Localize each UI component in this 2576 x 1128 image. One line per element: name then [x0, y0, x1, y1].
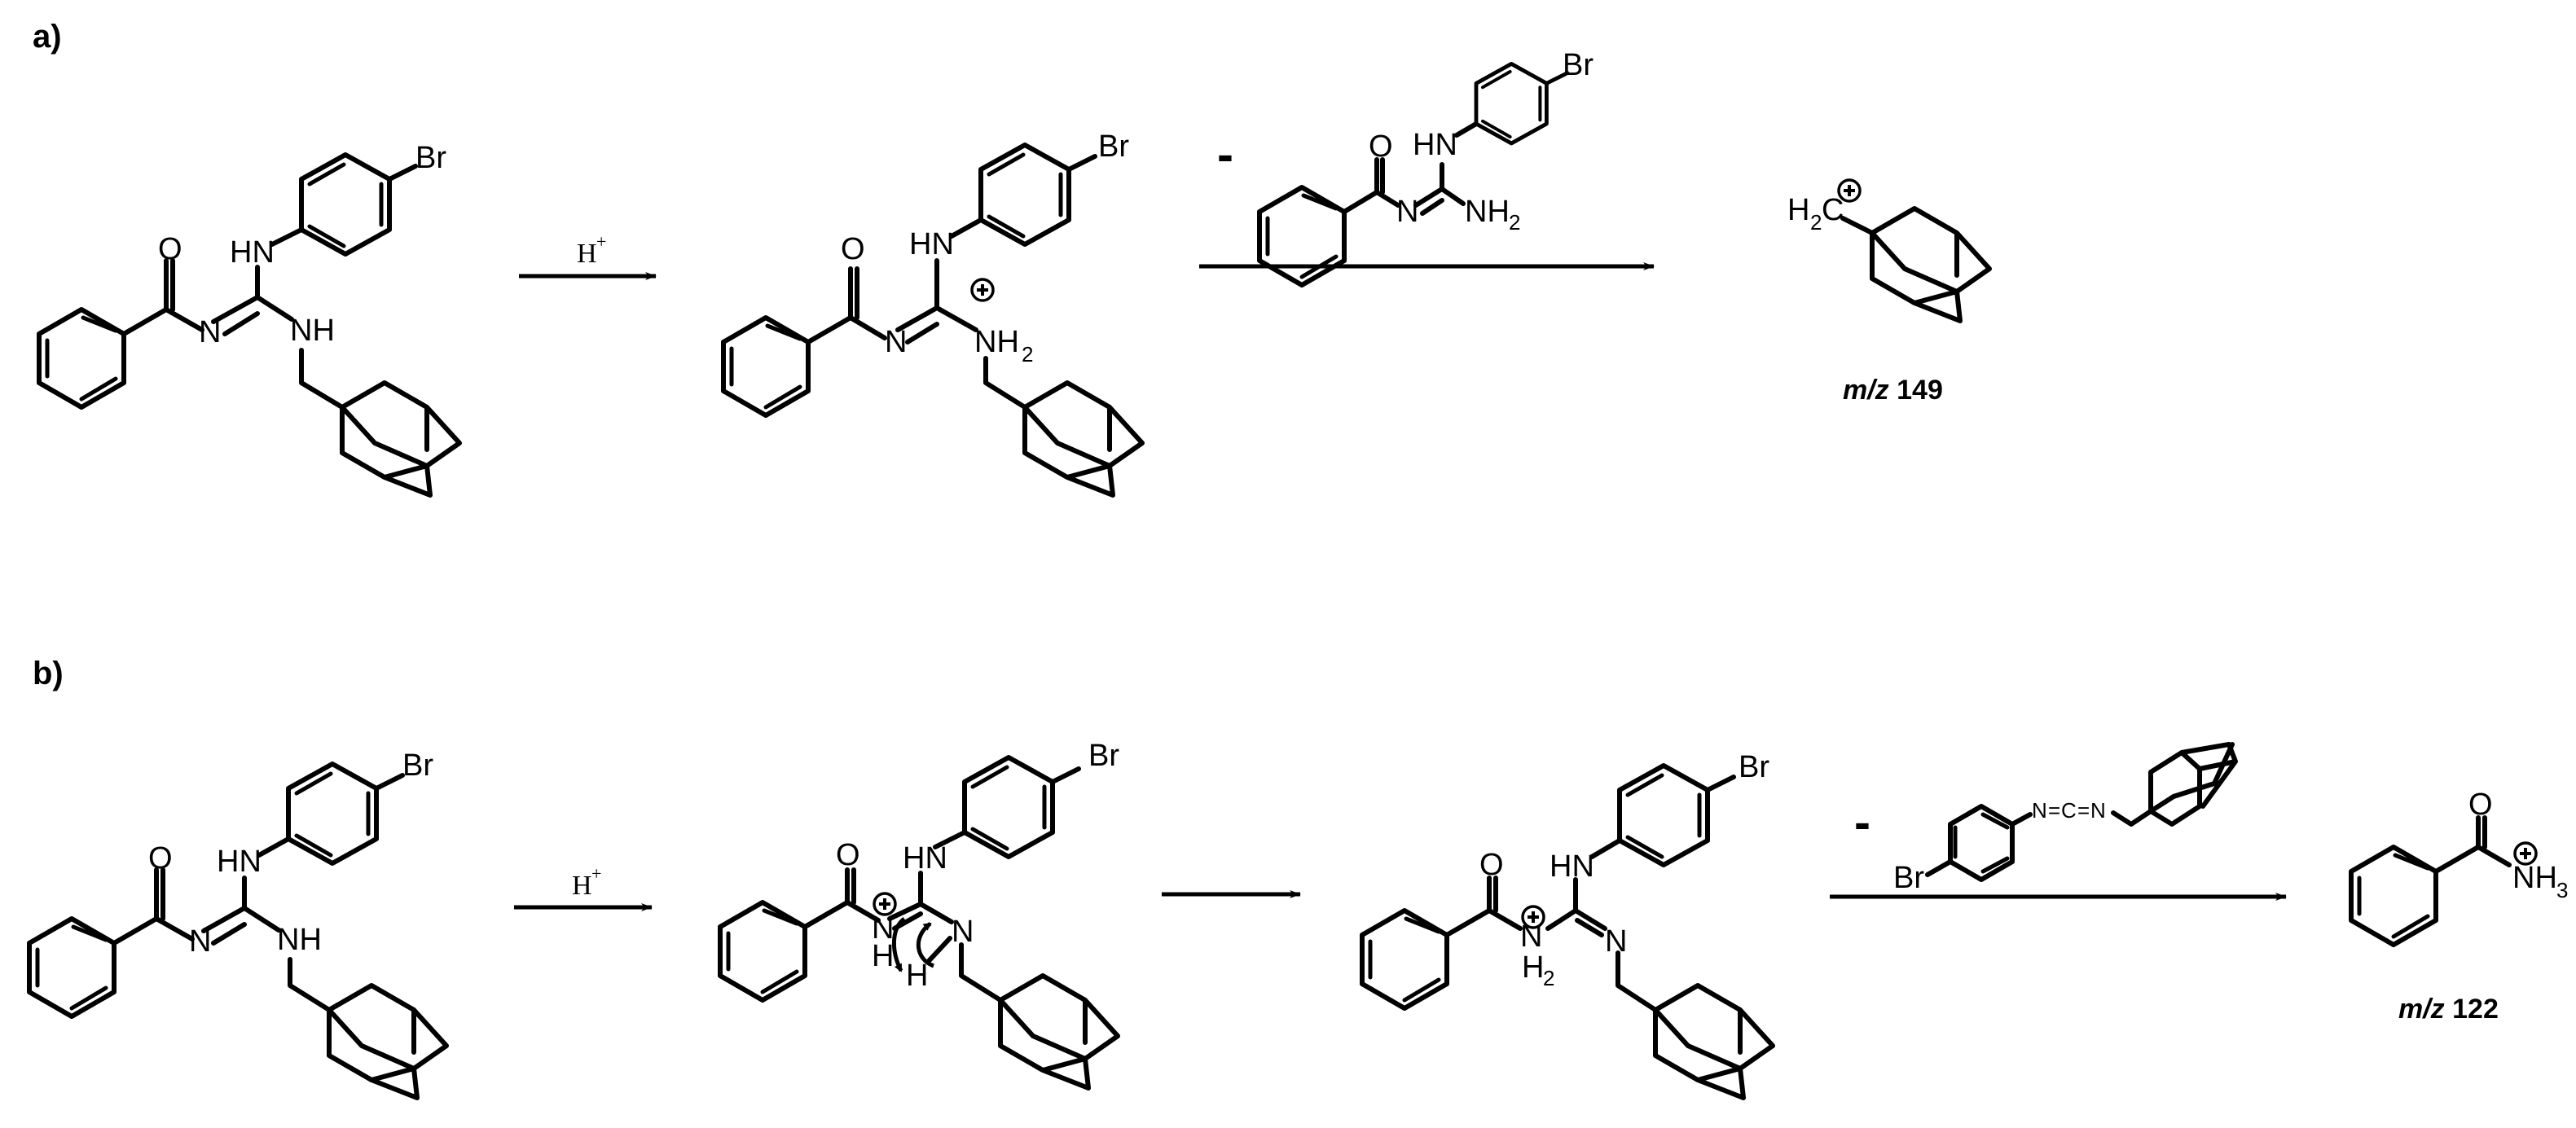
molecule-b3-tautomer: O N H 2 HN N Br: [1362, 750, 1773, 1098]
svg-text:C: C: [1822, 193, 1844, 227]
svg-text:N: N: [872, 911, 894, 946]
svg-text:Br: Br: [1098, 129, 1129, 164]
product-a-adamantylmethyl-cation: H 2 C m/z 149: [1787, 178, 1989, 406]
svg-text:HN: HN: [230, 235, 275, 270]
molecule-a2-protonated: O N HN NH 2 Br: [723, 129, 1142, 495]
svg-text:N: N: [189, 924, 211, 959]
svg-text:Br: Br: [1088, 739, 1119, 773]
arrow-protonation-b: H +: [514, 863, 653, 911]
arrow-loss-b: -: [1830, 795, 2287, 901]
svg-text:+: +: [596, 231, 606, 252]
svg-text:2: 2: [1022, 342, 1033, 366]
mz-label-149: m/z 149: [1843, 375, 1943, 406]
svg-text:-: -: [1217, 127, 1233, 182]
svg-text:N: N: [199, 315, 221, 349]
svg-text:=: =: [2048, 798, 2060, 823]
lost-fragment-a: O N HN NH 2 Br: [1259, 48, 1594, 285]
svg-text:HN: HN: [217, 845, 262, 879]
svg-text:HN: HN: [909, 227, 954, 261]
product-b-benzamide-cation: O NH 3 m/z 122: [2351, 788, 2568, 1025]
svg-text:HN: HN: [1550, 849, 1594, 884]
svg-text:NH: NH: [974, 325, 1019, 359]
positive-charge-icon: [2513, 841, 2538, 866]
svg-text:N: N: [1396, 195, 1418, 229]
svg-text:N: N: [952, 915, 974, 949]
svg-text:2: 2: [1810, 210, 1822, 235]
svg-text:2: 2: [1543, 966, 1554, 990]
molecule-b2-proton-transfer: O N H HN N H Br: [720, 739, 1119, 1088]
svg-text:NH: NH: [2512, 861, 2557, 895]
svg-text:O: O: [1479, 848, 1504, 882]
svg-text:O: O: [836, 838, 860, 872]
svg-text:O: O: [158, 232, 182, 266]
positive-charge-icon: [1521, 905, 1545, 929]
arrow-protonation-a: H +: [519, 231, 657, 280]
positive-charge-icon: [1837, 178, 1862, 203]
curved-arrow-icon: [916, 921, 935, 968]
arrow-loss-a: -: [1199, 127, 1655, 270]
panel-label-a: a): [33, 19, 62, 55]
svg-text:N: N: [1605, 924, 1627, 959]
curved-arrow-icon: [891, 917, 906, 972]
svg-text:Br: Br: [402, 748, 433, 783]
panel-label-b: b): [33, 656, 64, 691]
svg-text:Br: Br: [1563, 48, 1594, 82]
svg-text:HN: HN: [1413, 128, 1457, 162]
svg-text:O: O: [841, 232, 865, 266]
svg-text:H: H: [572, 871, 592, 901]
molecule-b1-starting-material: O N HN NH Br: [29, 748, 446, 1098]
svg-text:Br: Br: [415, 141, 446, 175]
svg-text:Br: Br: [1893, 861, 1924, 895]
svg-text:2: 2: [1509, 210, 1520, 235]
svg-text:NH: NH: [277, 923, 322, 957]
svg-text:N: N: [2032, 798, 2047, 823]
svg-text:Br: Br: [1739, 750, 1769, 784]
svg-text:N: N: [885, 325, 907, 359]
svg-text:+: +: [591, 863, 601, 884]
svg-text:NH: NH: [290, 314, 335, 348]
svg-text:NH: NH: [1465, 195, 1510, 229]
svg-text:H: H: [577, 239, 597, 269]
svg-text:H: H: [906, 959, 928, 993]
positive-charge-icon: [873, 892, 897, 916]
molecule-a1-starting-material: O N HN NH Br: [39, 141, 459, 495]
svg-text:H: H: [1787, 193, 1809, 227]
svg-text:O: O: [148, 841, 173, 876]
positive-charge-icon: [970, 278, 995, 302]
lost-fragment-b-carbodiimide: Br N = C = N: [1893, 742, 2238, 895]
svg-text:3: 3: [2556, 878, 2568, 902]
svg-text:C: C: [2061, 798, 2077, 823]
svg-text:H: H: [872, 939, 894, 973]
mz-label-122: m/z 122: [2398, 994, 2499, 1025]
svg-text:O: O: [1369, 129, 1393, 164]
svg-text:=: =: [2077, 798, 2090, 823]
svg-text:O: O: [2468, 788, 2493, 822]
svg-text:-: -: [1854, 795, 1870, 849]
svg-text:N: N: [2090, 798, 2106, 823]
svg-text:H: H: [1522, 950, 1544, 985]
